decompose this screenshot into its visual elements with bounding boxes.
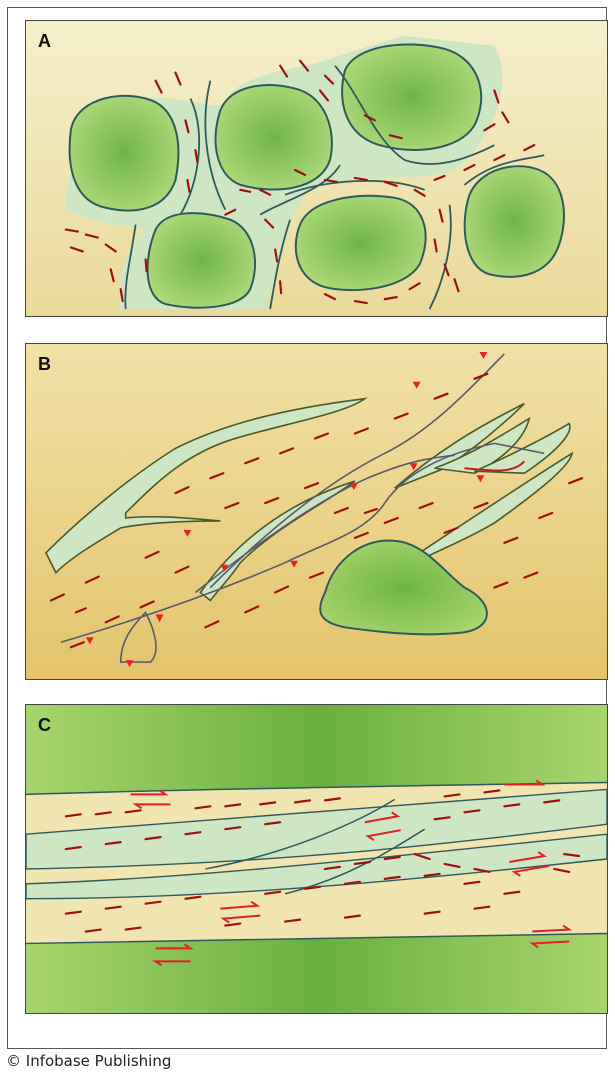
- panel-a-diagram: [26, 21, 607, 316]
- clast-4: [148, 213, 255, 308]
- panel-a: A: [25, 20, 608, 317]
- copyright-credit: © Infobase Publishing: [6, 1052, 171, 1070]
- panel-label-c: C: [38, 715, 51, 736]
- clast-2: [216, 85, 332, 189]
- panel-c-diagram: [26, 705, 607, 1013]
- panel-b: B: [25, 343, 608, 680]
- panel-b-diagram: [26, 344, 607, 679]
- panel-label-b: B: [38, 354, 51, 375]
- clast-3: [342, 44, 481, 150]
- upper-block: [26, 705, 607, 794]
- clast-1: [70, 96, 179, 211]
- clast-5: [296, 196, 426, 290]
- panel-c: C: [25, 704, 608, 1014]
- panel-label-a: A: [38, 31, 51, 52]
- clast-6: [465, 166, 564, 277]
